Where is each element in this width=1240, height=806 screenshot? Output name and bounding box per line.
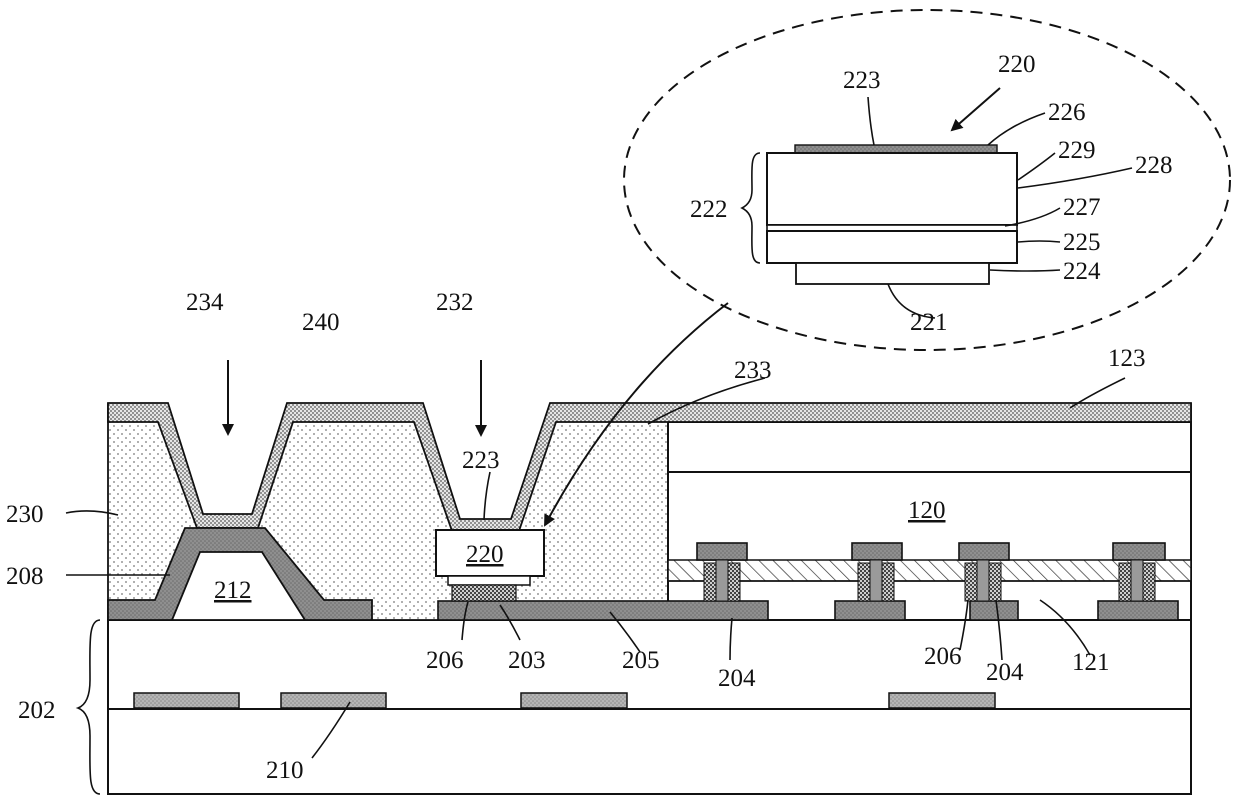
label-206-left: 206	[426, 647, 464, 674]
label-226: 226	[1048, 99, 1086, 126]
label-220: 220	[466, 541, 504, 568]
trace-205	[438, 601, 768, 620]
label-123: 123	[1108, 345, 1146, 372]
label-121: 121	[1072, 649, 1110, 676]
bracket-222	[742, 153, 760, 263]
label-233: 233	[734, 357, 772, 384]
label-224: 224	[1063, 258, 1101, 285]
label-206-right: 206	[924, 643, 962, 670]
label-240: 240	[302, 309, 340, 336]
label-210: 210	[266, 757, 304, 784]
label-204-right: 204	[986, 659, 1024, 686]
label-227: 227	[1063, 194, 1101, 221]
label-222: 222	[690, 196, 728, 223]
label-208: 208	[6, 563, 44, 590]
label-228: 228	[1135, 152, 1173, 179]
label-204-left: 204	[718, 665, 756, 692]
label-232: 232	[436, 289, 474, 316]
label-203: 203	[508, 647, 546, 674]
label-221: 221	[910, 309, 948, 336]
label-120: 120	[908, 497, 946, 524]
label-223-detail: 223	[843, 67, 881, 94]
label-230: 230	[6, 501, 44, 528]
label-205: 205	[622, 647, 660, 674]
label-234: 234	[186, 289, 224, 316]
label-223: 223	[462, 447, 500, 474]
hatched-layer-121	[668, 560, 1191, 581]
brace-202	[78, 620, 100, 794]
label-225: 225	[1063, 229, 1101, 256]
bottom-pads-204	[835, 601, 1178, 620]
label-202: 202	[18, 697, 56, 724]
detail-micro-led	[767, 145, 1017, 284]
label-220-detail: 220	[998, 51, 1036, 78]
label-229: 229	[1058, 137, 1096, 164]
label-212: 212	[214, 577, 252, 604]
